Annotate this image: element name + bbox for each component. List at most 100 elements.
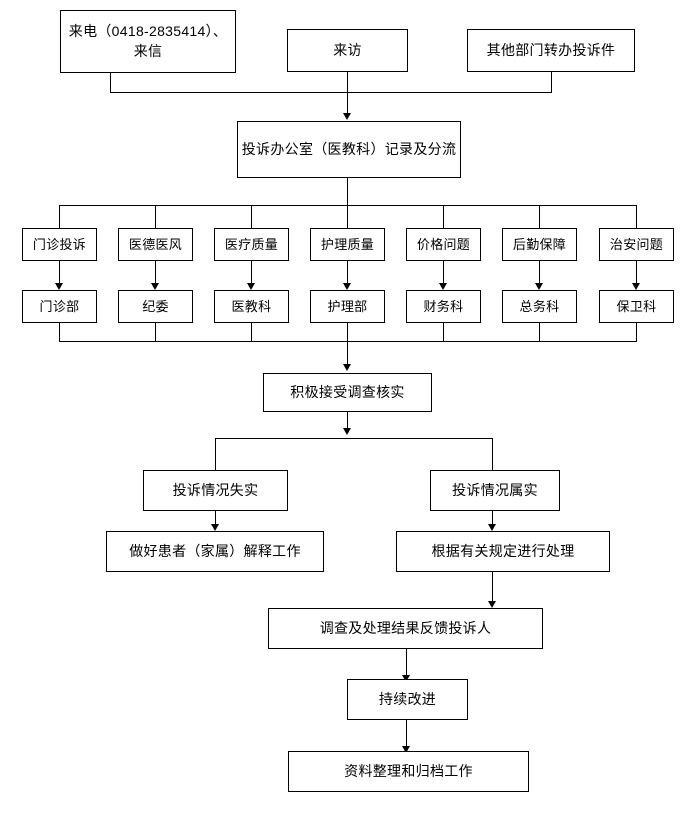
node-department-medical-edu[interactable]: 医教科 — [214, 290, 289, 323]
arrow-cat3-dept3 — [247, 283, 255, 290]
node-category-price[interactable]: 价格问题 — [406, 228, 481, 261]
edge-drop-cat-2 — [155, 205, 156, 228]
arrow-handle-feedback — [488, 601, 496, 608]
edge-src3-down — [551, 72, 552, 92]
edge-departments-merge-bar — [59, 341, 637, 342]
edge-dept3-merge — [251, 323, 252, 341]
node-source-phone-letter[interactable]: 来电（0418-2835414）、来信 — [60, 10, 236, 73]
edge-cat5-dept5 — [443, 261, 444, 285]
edge-src1-down — [110, 73, 111, 92]
edge-drop-cat-7 — [636, 205, 637, 228]
node-label: 治安问题 — [609, 236, 664, 252]
edge-handle-to-feedback — [492, 572, 493, 605]
node-label: 投诉办公室（医教科）记录及分流 — [241, 140, 457, 157]
node-archive-documents[interactable]: 资料整理和归档工作 — [288, 751, 529, 792]
node-complaint-true[interactable]: 投诉情况属实 — [430, 470, 560, 511]
edge-distribution-bar — [59, 205, 637, 206]
edge-cat2-dept2 — [155, 261, 156, 285]
node-label: 医教科 — [231, 298, 272, 314]
node-source-visit[interactable]: 来访 — [287, 29, 408, 72]
node-label: 积极接受调查核实 — [290, 384, 405, 401]
edge-src2-down — [347, 72, 348, 92]
edge-cat4-dept4 — [347, 261, 348, 285]
arrow-true-handle — [488, 524, 496, 531]
node-label: 持续改进 — [378, 691, 437, 708]
edge-true-down — [492, 511, 493, 527]
edge-dept6-merge — [539, 323, 540, 341]
node-label: 其他部门转办投诉件 — [486, 42, 616, 59]
arrow-to-intake — [343, 113, 351, 120]
arrow-untrue-explain — [211, 524, 219, 531]
node-category-outpatient[interactable]: 门诊投诉 — [22, 228, 97, 261]
node-department-general-affairs[interactable]: 总务科 — [502, 290, 577, 323]
edge-cat1-dept1 — [59, 261, 60, 285]
edge-drop-cat-5 — [443, 205, 444, 228]
edge-split-to-untrue — [215, 438, 216, 470]
edge-untrue-down — [215, 511, 216, 527]
node-category-ethics[interactable]: 医德医风 — [118, 228, 193, 261]
arrow-cat6-dept6 — [535, 283, 543, 290]
node-label: 门诊部 — [39, 298, 80, 314]
node-label: 来电（0418-2835414）、来信 — [68, 22, 228, 59]
node-department-outpatient[interactable]: 门诊部 — [22, 290, 97, 323]
node-explain-to-patient[interactable]: 做好患者（家属）解释工作 — [106, 531, 324, 572]
edge-dept4-merge — [347, 323, 348, 341]
edge-drop-cat-3 — [251, 205, 252, 228]
edge-dept2-merge — [155, 323, 156, 341]
node-label: 来访 — [333, 42, 362, 59]
node-investigate[interactable]: 积极接受调查核实 — [263, 373, 432, 412]
node-department-security[interactable]: 保卫科 — [599, 290, 674, 323]
edge-cat3-dept3 — [251, 261, 252, 285]
edge-feedback-to-improve — [406, 649, 407, 681]
node-label: 后勤保障 — [512, 236, 567, 252]
edge-investigate-down — [347, 412, 348, 432]
node-label: 根据有关规定进行处理 — [431, 543, 575, 560]
node-category-logistics[interactable]: 后勤保障 — [502, 228, 577, 261]
arrow-cat4-dept4 — [343, 283, 351, 290]
node-continuous-improvement[interactable]: 持续改进 — [347, 679, 468, 720]
edge-drop-cat-4 — [347, 205, 348, 228]
node-category-security[interactable]: 治安问题 — [599, 228, 674, 261]
node-label: 医疗质量 — [224, 236, 279, 252]
node-category-nursing-quality[interactable]: 护理质量 — [310, 228, 385, 261]
edge-sources-merge-bar — [110, 92, 552, 93]
node-department-nursing[interactable]: 护理部 — [310, 290, 385, 323]
edge-dept7-merge — [636, 323, 637, 341]
node-label: 投诉情况属实 — [452, 482, 538, 499]
node-department-discipline[interactable]: 纪委 — [118, 290, 193, 323]
node-category-medical-quality[interactable]: 医疗质量 — [214, 228, 289, 261]
arrow-cat1-dept1 — [55, 283, 63, 290]
node-label: 做好患者（家属）解释工作 — [129, 543, 301, 560]
edge-improve-to-archive — [406, 720, 407, 752]
node-label: 纪委 — [142, 298, 169, 314]
node-feedback-to-complainant[interactable]: 调查及处理结果反馈投诉人 — [268, 608, 543, 649]
node-complaint-untrue[interactable]: 投诉情况失实 — [143, 470, 288, 511]
edge-cat7-dept7 — [636, 261, 637, 285]
arrow-feedback-improve — [402, 675, 410, 682]
node-label: 护理部 — [327, 298, 368, 314]
node-intake-office[interactable]: 投诉办公室（医教科）记录及分流 — [237, 121, 461, 178]
edge-merge-to-investigate — [347, 341, 348, 366]
edge-branch-split-bar — [215, 438, 492, 439]
arrow-cat2-dept2 — [151, 283, 159, 290]
node-label: 资料整理和归档工作 — [344, 763, 473, 780]
edge-merge-to-intake — [347, 92, 348, 116]
node-handle-by-regulation[interactable]: 根据有关规定进行处理 — [396, 531, 610, 572]
edge-split-to-true — [492, 438, 493, 470]
edge-dept5-merge — [443, 323, 444, 341]
node-label: 护理质量 — [320, 236, 375, 252]
arrow-to-investigate — [343, 364, 351, 371]
node-department-finance[interactable]: 财务科 — [406, 290, 481, 323]
node-source-transfer[interactable]: 其他部门转办投诉件 — [467, 29, 635, 72]
edge-intake-down — [347, 178, 348, 205]
node-label: 调查及处理结果反馈投诉人 — [319, 620, 492, 637]
arrow-improve-archive — [402, 746, 410, 753]
edge-dept1-merge — [59, 323, 60, 341]
node-label: 医德医风 — [128, 236, 183, 252]
node-label: 总务科 — [519, 298, 560, 314]
edge-cat6-dept6 — [539, 261, 540, 285]
edge-drop-cat-1 — [59, 205, 60, 228]
arrow-investigate-split — [343, 428, 351, 435]
node-label: 价格问题 — [416, 236, 471, 252]
